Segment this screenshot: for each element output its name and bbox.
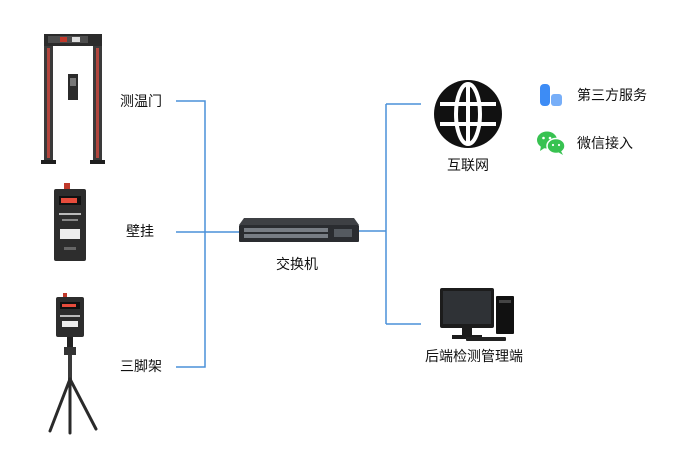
switch-label: 交换机 bbox=[276, 257, 318, 273]
tripod-label: 三脚架 bbox=[120, 359, 162, 375]
wall-mount-device-image bbox=[54, 183, 86, 261]
line-gate bbox=[176, 100, 206, 368]
network-switch-image bbox=[239, 218, 359, 242]
internet-label: 互联网 bbox=[447, 158, 489, 174]
third-party-app-icon bbox=[540, 84, 562, 106]
globe-icon bbox=[434, 80, 502, 148]
backend-computer-image bbox=[440, 288, 514, 341]
tripod-device-image bbox=[48, 293, 98, 435]
gate-label: 测温门 bbox=[120, 94, 162, 110]
backend-label: 后端检测管理端 bbox=[425, 349, 523, 365]
wall-label: 壁挂 bbox=[126, 224, 154, 240]
temperature-gate-image bbox=[41, 34, 105, 164]
third-party-service-label: 第三方服务 bbox=[577, 88, 647, 104]
wechat-access-label: 微信接入 bbox=[577, 136, 633, 152]
wechat-icon bbox=[537, 131, 566, 155]
